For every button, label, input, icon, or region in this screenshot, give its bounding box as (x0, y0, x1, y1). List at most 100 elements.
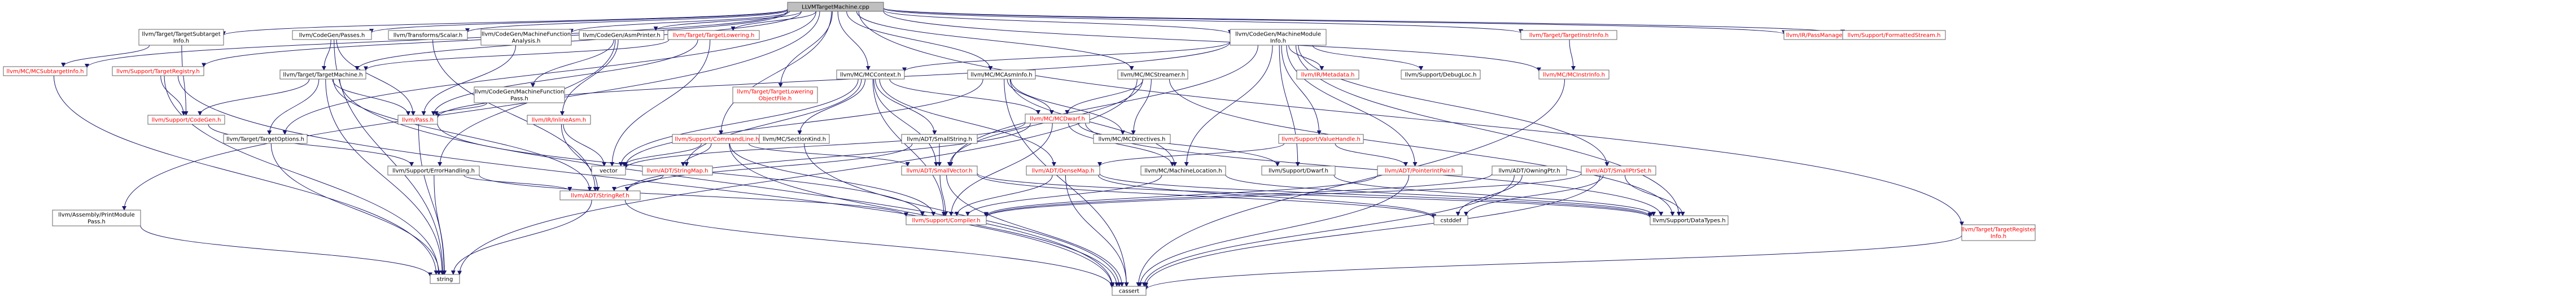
edge-support_errorhandling-to-support_compiler (479, 175, 908, 217)
node-adt-stringmap[interactable]: llvm/ADT/StringMap.h (642, 165, 713, 176)
edge-support_valuehandle-to-adt_pointerintpair (1335, 143, 1408, 167)
node-support-formatted[interactable]: llvm/Support/FormattedStream.h (1842, 30, 1946, 40)
node-target-targetmachine[interactable]: llvm/Target/TargetMachine.h (279, 69, 366, 80)
node-box (1961, 224, 2036, 241)
node-box (52, 210, 141, 226)
node-support-dwarf[interactable]: llvm/Support/Dwarf.h (1261, 165, 1336, 176)
edge-mc_mcstreamer-to-support_datatypes (1169, 78, 1675, 216)
node-ir-metadata[interactable]: llvm/IR/Metadata.h (1296, 69, 1359, 80)
node-adt-densemap[interactable]: llvm/ADT/DenseMap.h (1026, 165, 1100, 176)
node-box (1112, 286, 1147, 296)
edge-target_subtarget-to-support_codegen (181, 45, 189, 116)
node-mc-mcinstrinfo[interactable]: llvm/MC/MCInstrInfo.h (1538, 69, 1610, 80)
node-box (223, 134, 308, 144)
edge-support_commandline-to-cassert (729, 143, 1119, 287)
edge-mc_mccontext-to-adt_densemap (879, 78, 1056, 167)
node-label: ObjectFile.h (759, 96, 792, 102)
node-support-datatypes[interactable]: llvm/Support/DataTypes.h (1650, 215, 1729, 225)
node-codegen-passes[interactable]: llvm/CodeGen/Passes.h (292, 30, 372, 40)
node-mc-mcstreamer[interactable]: llvm/MC/MCStreamer.h (1117, 69, 1188, 80)
edge-root-to-codegen_passes (369, 9, 788, 34)
node-ir-inlineasm[interactable]: llvm/IR/InlineAsm.h (527, 115, 591, 125)
node-vector: vector (591, 165, 626, 176)
node-label: llvm/Support/DataTypes.h (1652, 218, 1725, 224)
node-box (1538, 69, 1610, 80)
node-mc-mcdirectives[interactable]: llvm/MC/MCDirectives.h (1093, 134, 1171, 144)
node-box (1842, 30, 1946, 40)
node-label: llvm/MC/MCAsmInfo.h (970, 72, 1032, 78)
node-target-lowering[interactable]: llvm/Target/TargetLowering.h (667, 30, 760, 40)
node-support-compiler[interactable]: llvm/Support/Compiler.h (906, 215, 987, 225)
node-target-targetoptions[interactable]: llvm/Target/TargetOptions.h (223, 134, 308, 144)
edge-root-to-codegen_asmprinter (653, 11, 802, 31)
node-mc-mcdwarf[interactable]: llvm/MC/MCDwarf.h (1025, 114, 1090, 124)
edge-mc_mcdwarf-to-support_compiler (948, 123, 1053, 216)
node-support-codegen[interactable]: llvm/Support/CodeGen.h (147, 115, 225, 125)
node-box (1433, 215, 1468, 225)
edge-adt_owningptr-to-cstddef (1455, 175, 1523, 216)
node-ir-passmanager[interactable]: llvm/IR/PassManager.h (1783, 30, 1852, 40)
edge-mc_mcstreamer-to-string (457, 78, 1138, 276)
node-box (279, 69, 366, 80)
node-box (1140, 165, 1226, 176)
node-label: llvm/MC/MachineLocation.h (1144, 168, 1222, 175)
node-box (397, 115, 438, 125)
edge-root-to-mc_mcstreamer (856, 11, 1134, 71)
node-label: Info.h (1270, 38, 1286, 45)
node-adt-smallvector[interactable]: llvm/ADT/SmallVector.h (901, 165, 978, 176)
node-transforms-scalar[interactable]: llvm/Transforms/Scalar.h (388, 30, 468, 40)
node-mc-mccontext[interactable]: llvm/MC/MCContext.h (836, 69, 905, 80)
node-box (967, 69, 1036, 80)
edge-root-to-codegen_machinemodule (883, 10, 1232, 35)
node-mc-mcasminfo[interactable]: llvm/MC/MCAsmInfo.h (967, 69, 1036, 80)
node-adt-smallstring[interactable]: llvm/ADT/SmallString.h (901, 134, 978, 144)
edge-adt_stringmap-to-adt_stringref (611, 175, 664, 191)
node-mc-subtargetinfo[interactable]: llvm/MC/MCSubtargetInfo.h (3, 66, 88, 76)
edge-mc_mccontext-to-mc_mcdwarf (889, 78, 1040, 115)
node-box (906, 215, 987, 225)
edge-adt_smallptrset-to-support_datatypes (1624, 175, 1685, 216)
edge-support_commandline-to-adt_stringmap (681, 143, 712, 167)
node-box (901, 134, 978, 144)
edge-adt_densemap-to-cassert (1065, 175, 1129, 287)
node-support-commandline[interactable]: llvm/Support/CommandLine.h (672, 134, 762, 144)
edge-mc_sectionkind-to-cassert (804, 143, 1122, 287)
edge-mc_mcdwarf-to-mc_machinelocation (1068, 123, 1175, 167)
edge-adt_pointerintpair-to-support_compiler (984, 175, 1378, 217)
edge-root-to-mc_mcinstrinfo (883, 11, 1541, 72)
node-mc-machinelocation[interactable]: llvm/MC/MachineLocation.h (1140, 165, 1226, 176)
edge-adt_stringref-to-string (451, 199, 592, 275)
node-label: llvm/CodeGen/MachineModule (1235, 32, 1321, 38)
node-pass[interactable]: llvm/Pass.h (397, 115, 438, 125)
node-support-valuehandle[interactable]: llvm/Support/ValueHandle.h (1278, 134, 1364, 144)
node-label: Info.h (1991, 234, 2006, 240)
node-label: cstddef (1441, 218, 1462, 224)
edge-codegen_mfa-to-pass (421, 45, 517, 116)
node-support-debugloc[interactable]: llvm/Support/DebugLoc.h (1401, 69, 1481, 80)
node-support-targetregistry[interactable]: llvm/Support/TargetRegistry.h (112, 66, 204, 76)
node-label: llvm/Support/DebugLoc.h (1405, 72, 1477, 78)
node-adt-smallptrset[interactable]: llvm/ADT/SmallPtrSet.h (1581, 165, 1656, 176)
edge-mc_machinelocation-to-support_datatypes (1225, 175, 1652, 217)
edge-root-to-target_subtarget (221, 8, 788, 36)
node-box (1401, 69, 1481, 80)
node-adt-owningptr[interactable]: llvm/ADT/OwningPtr.h (1492, 165, 1567, 176)
node-adt-stringref[interactable]: llvm/ADT/StringRef.h (559, 190, 641, 200)
node-codegen-asmprinter[interactable]: llvm/CodeGen/AsmPrinter.h (579, 30, 664, 40)
node-label: llvm/Pass.h (402, 117, 434, 124)
edge-support_codegen-to-support_errorhandling (208, 124, 414, 167)
node-mc-sectionkind[interactable]: llvm/MC/SectionKind.h (759, 134, 830, 144)
node-adt-pointerintpair[interactable]: llvm/ADT/PointerIntPair.h (1377, 165, 1463, 176)
node-label: llvm/ADT/StringMap.h (646, 168, 708, 175)
node-target-instrinfo[interactable]: llvm/Target/TargetInstrInfo.h (1520, 30, 1617, 40)
node-support-errorhandling[interactable]: llvm/Support/ErrorHandling.h (387, 165, 480, 176)
edge-root-to-mc_mcasminfo (846, 11, 993, 71)
